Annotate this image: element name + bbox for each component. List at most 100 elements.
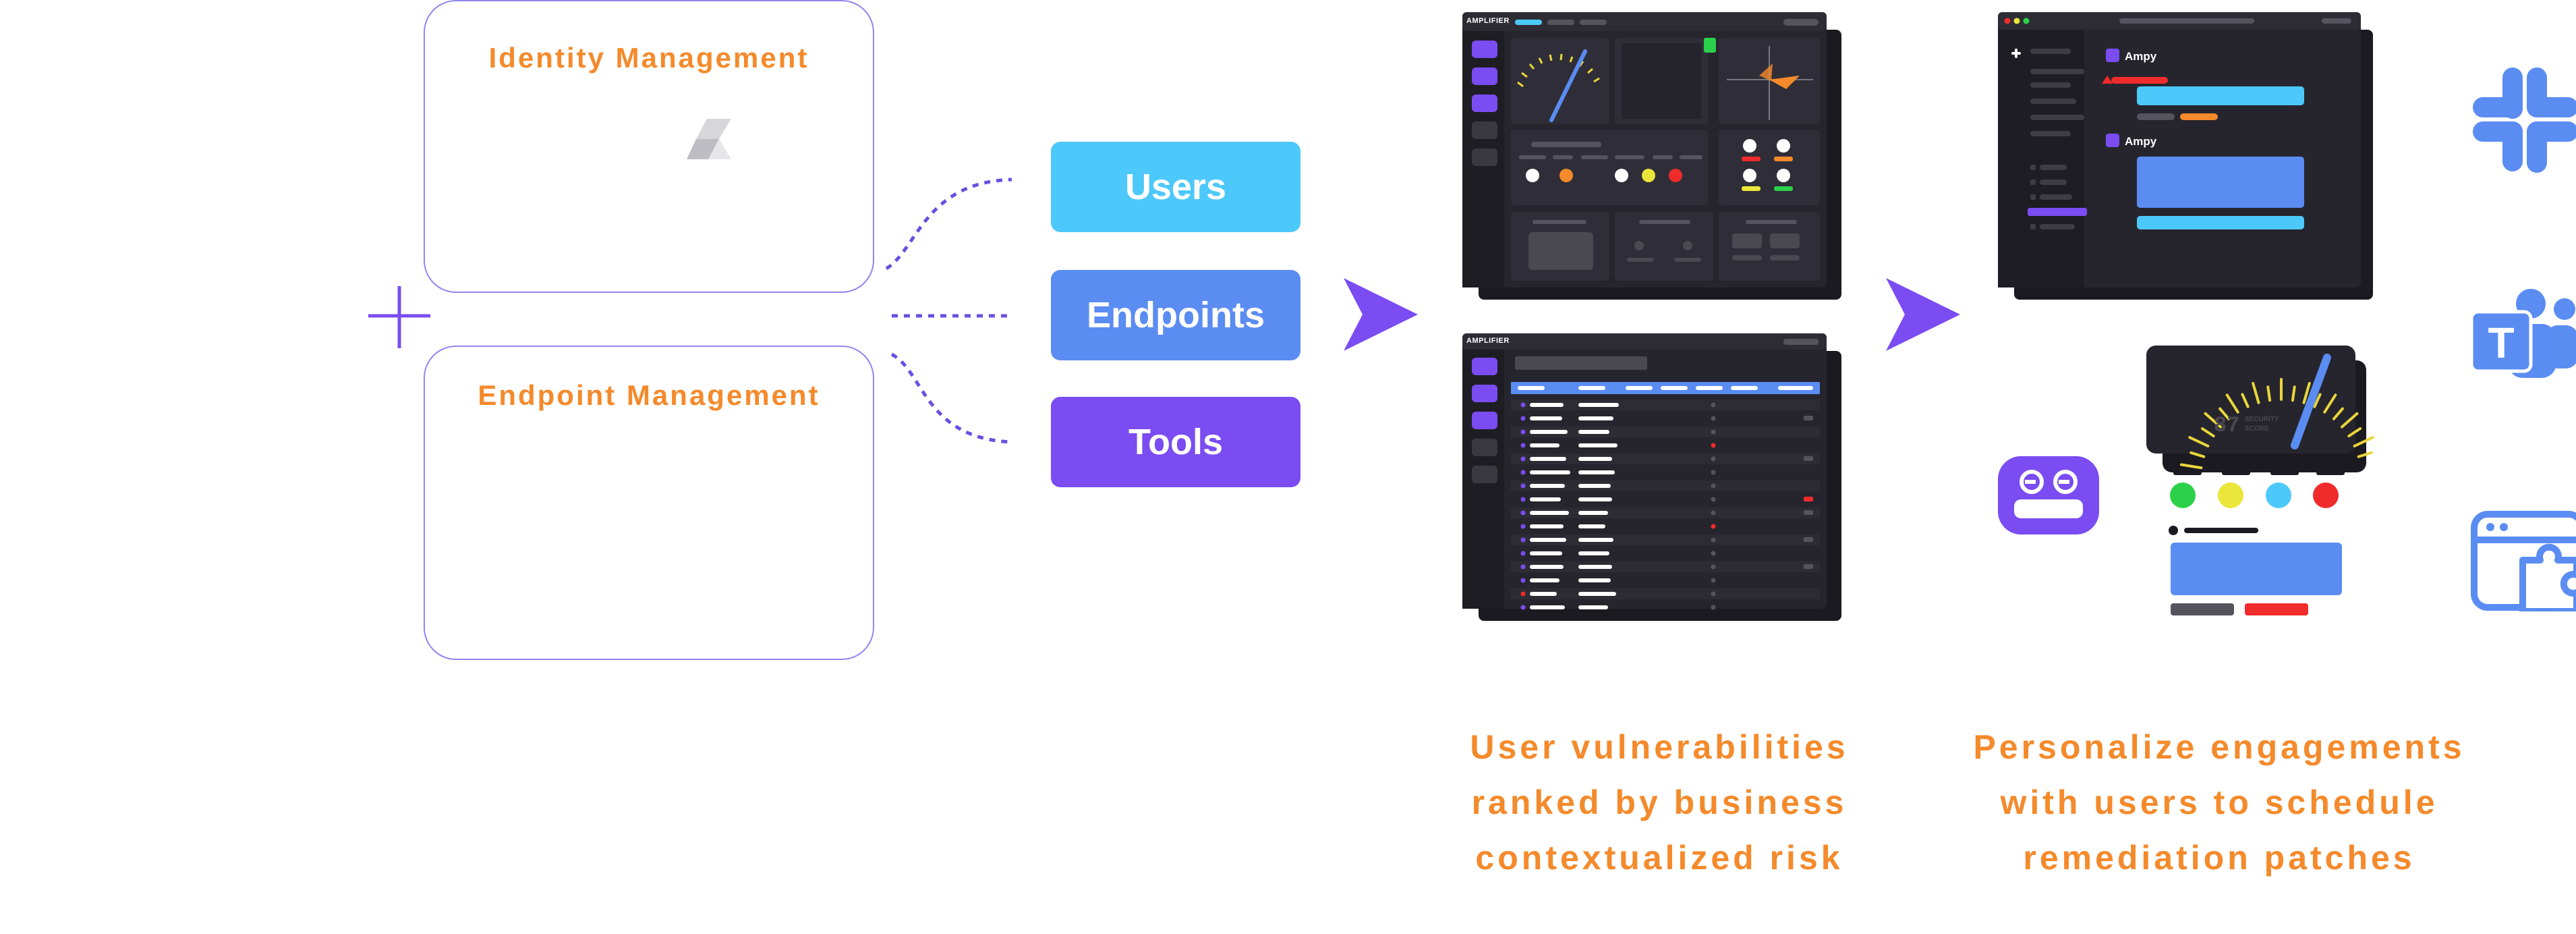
table-row-mark <box>1530 443 1559 447</box>
gauge-tick <box>2313 393 2322 408</box>
table-row-mark <box>1530 565 1564 569</box>
table-row-mark <box>1578 484 1611 488</box>
table-row-mark <box>1711 591 1716 597</box>
endpoint-management-box: Endpoint Management <box>424 346 874 660</box>
table-row-mark <box>1530 551 1562 555</box>
arrow-right-icon <box>1886 278 1960 351</box>
table-row-mark <box>1511 400 1820 410</box>
table-row-mark <box>1520 524 1526 529</box>
connector-users <box>885 177 1012 271</box>
table-rows <box>1511 400 1820 610</box>
table-row-mark <box>1711 456 1716 462</box>
users-pill: Users <box>1051 142 1300 232</box>
gauge-tick <box>2225 393 2239 414</box>
table-row-mark <box>1520 591 1526 597</box>
gauge-tick <box>2189 451 2206 458</box>
vulnerabilities-caption-line-1: User vulnerabilities <box>1470 728 1849 766</box>
table-row-mark <box>1520 497 1526 502</box>
table-row-mark <box>1578 443 1618 447</box>
chat-author-1: Ampy <box>2125 50 2157 63</box>
table-row-mark <box>1711 578 1716 583</box>
table-row-mark <box>1530 416 1562 420</box>
tools-pill: Tools <box>1051 397 1300 487</box>
table-row-mark <box>1520 416 1526 421</box>
table-row-mark <box>1520 470 1526 475</box>
security-score-value: 87 <box>2214 413 2240 438</box>
dashboard-brand: AMPLIFIER <box>1466 17 1510 25</box>
table-row-mark <box>1520 402 1526 408</box>
connector-tools <box>890 352 1012 444</box>
table-row-mark <box>1578 524 1605 528</box>
identity-management-title: Identity Management <box>488 42 809 74</box>
web-plugin-icon <box>2471 511 2576 611</box>
table-row-mark <box>1520 537 1526 543</box>
gauge-tick <box>2332 407 2344 420</box>
engagements-caption-line-3: remediation patches <box>2023 839 2415 877</box>
engagements-caption: Personalize engagements with users to sc… <box>1943 719 2496 885</box>
engagements-caption-line-1: Personalize engagements <box>1973 728 2465 766</box>
table-row-mark <box>1530 524 1564 528</box>
gauge-tick <box>2353 436 2374 447</box>
gauge-tick <box>2219 407 2231 420</box>
table-row-mark <box>1711 470 1716 475</box>
dotted-connectors <box>885 177 1012 444</box>
vulnerabilities-caption: User vulnerabilities ranked by business … <box>1430 719 1889 885</box>
table-row-mark <box>1530 470 1570 474</box>
gauge-tick <box>2357 451 2373 458</box>
table-row-mark <box>1578 578 1611 582</box>
table-row-mark <box>1578 470 1615 474</box>
table-row-mark <box>1530 403 1564 407</box>
bot-avatar-icon <box>1998 456 2099 534</box>
table-row-mark <box>1511 507 1820 518</box>
plus-icon <box>368 286 430 348</box>
table-row-mark <box>1578 538 1613 542</box>
table-row-mark <box>1711 605 1716 610</box>
table-row-mark <box>1511 454 1820 464</box>
table-row-mark <box>1711 524 1716 529</box>
gauge-tick <box>2179 463 2203 470</box>
table-row-mark <box>1530 457 1566 461</box>
gauge-tick <box>2188 436 2210 447</box>
table-row-mark <box>1520 605 1526 610</box>
vulnerability-table-panel: AMPLIFIER <box>1462 333 1844 624</box>
table-row-mark <box>1711 443 1716 448</box>
table-row-mark <box>1711 510 1716 516</box>
dashboard-panel: AMPLIFIER <box>1462 12 1844 302</box>
identity-management-box: Identity Management <box>424 0 874 293</box>
endpoint-management-title: Endpoint Management <box>478 379 820 411</box>
table-panel-brand: AMPLIFIER <box>1466 337 1510 345</box>
table-row-mark <box>1804 537 1813 542</box>
table-row-mark <box>1804 416 1813 420</box>
chat-author-2: Ampy <box>2125 135 2157 148</box>
table-row-mark <box>1578 511 1608 515</box>
table-row-mark <box>1711 537 1716 543</box>
table-row-mark <box>1520 456 1526 462</box>
table-row-mark <box>1511 427 1820 437</box>
table-row-mark <box>1530 605 1565 609</box>
endpoints-pill: Endpoints <box>1051 270 1300 360</box>
chat-panel: Ampy Ampy <box>1998 12 2376 302</box>
table-row-mark <box>1511 561 1820 572</box>
table-row-mark <box>1578 497 1612 501</box>
gauge-tick <box>2252 381 2260 404</box>
table-row-mark <box>1530 430 1568 434</box>
table-row-mark <box>1711 497 1716 502</box>
table-row-mark <box>1530 592 1557 596</box>
table-row-mark <box>1530 538 1566 542</box>
table-row-mark <box>1520 483 1526 489</box>
table-row-mark <box>1578 592 1616 596</box>
table-row-mark <box>1711 429 1716 435</box>
table-row-mark <box>1578 416 1613 420</box>
svg-text:T: T <box>2488 319 2514 367</box>
table-row-mark <box>1578 565 1612 569</box>
table-row-mark <box>1804 456 1813 461</box>
gauge-tick <box>2266 385 2272 402</box>
gauge-tick <box>2302 381 2311 404</box>
table-row-mark <box>1804 510 1813 515</box>
vulnerabilities-caption-line-2: ranked by business <box>1471 784 1848 821</box>
security-score-label-1: SECURITY <box>2245 416 2279 423</box>
table-row-mark <box>1530 484 1565 488</box>
gauge-tick <box>2241 393 2250 408</box>
table-row-mark <box>1804 497 1813 501</box>
table-row-mark <box>1530 511 1569 515</box>
